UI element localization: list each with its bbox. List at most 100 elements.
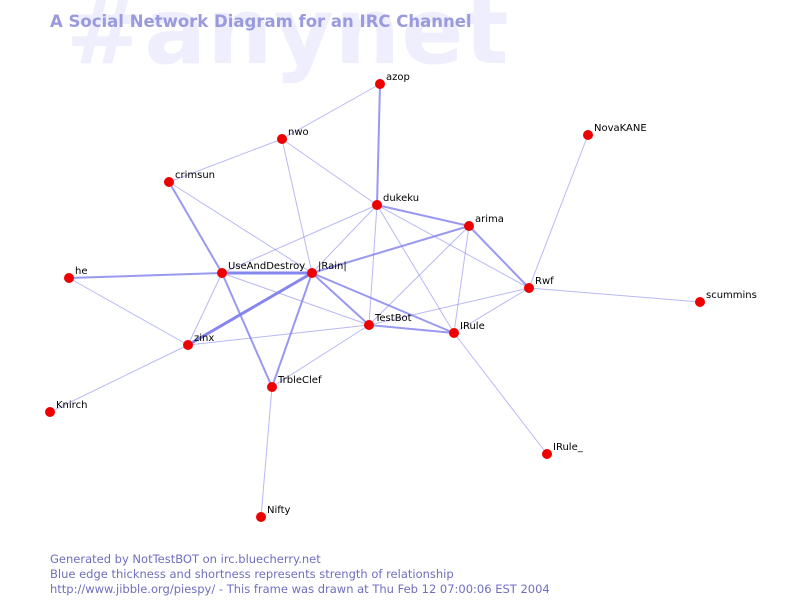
node-dot (542, 449, 552, 459)
edge-dukeku-arima (376, 204, 470, 227)
edge-azop-nwo (281, 83, 381, 140)
edge-TrbleClef-Nifty (260, 386, 273, 518)
edge-Rain-IRule (311, 272, 455, 334)
node-label: zinx (194, 333, 214, 344)
edge-TestBot-IRule (368, 324, 455, 334)
node-he: he (64, 266, 88, 283)
node-Rain: |Rain| (307, 261, 347, 278)
edge-arima-Rain (311, 225, 470, 274)
node-dot (183, 340, 193, 350)
node-dot (164, 177, 174, 187)
footer-legend-note: Blue edge thickness and shortness repres… (50, 567, 454, 581)
footer-generated-by: Generated by NotTestBOT on irc.bluecherr… (50, 552, 321, 566)
node-Knirch: Knirch (45, 400, 87, 417)
node-TestBot: TestBot (364, 313, 412, 330)
edge-azop-dukeku (376, 83, 381, 206)
edge-Rain-zinx (187, 271, 313, 347)
node-nwo: nwo (277, 127, 309, 144)
node-dot (583, 130, 593, 140)
edge-dukeku-Rwf (376, 204, 530, 289)
node-label: nwo (288, 127, 309, 138)
node-label: arima (475, 214, 504, 225)
edge-zinx-Knirch (49, 344, 189, 413)
node-label: dukeku (383, 193, 419, 204)
node-dot (364, 320, 374, 330)
node-label: UseAndDestroy (228, 261, 305, 272)
edge-nwo-Rain (281, 138, 313, 274)
edge-dukeku-IRule (376, 204, 455, 334)
node-dot (695, 297, 705, 307)
edge-dukeku-Rain (311, 204, 378, 274)
node-dot (524, 283, 534, 293)
node-crimsun: crimsun (164, 170, 215, 187)
edge-TestBot-zinx (187, 324, 370, 346)
node-label: Knirch (56, 400, 87, 411)
node-label: crimsun (175, 170, 215, 181)
node-dot (375, 79, 385, 89)
node-Nifty: Nifty (256, 505, 291, 522)
edges-layer (49, 83, 701, 518)
edge-UseAndDestroy-zinx (187, 272, 223, 346)
nodes-layer: azop nwo NovaKANE crimsun dukeku arima he UseAn… (45, 72, 757, 522)
node-azop: azop (375, 72, 410, 89)
node-label: IRule (460, 321, 485, 332)
node-label: IRule_ (553, 442, 584, 453)
node-dot (64, 273, 74, 283)
edge-dukeku-TestBot (368, 204, 378, 326)
edge-arima-Rwf (468, 225, 530, 289)
edge-NovaKANE-Rwf (528, 134, 589, 289)
node-dot (217, 268, 227, 278)
edge-Rwf-TestBot (368, 287, 530, 326)
node-scummins: scummins (695, 290, 757, 307)
edge-crimsun-UseAndDestroy (168, 181, 223, 274)
node-dot (267, 382, 277, 392)
node-label: NovaKANE (594, 123, 647, 134)
edge-Rain-TrbleClef (271, 272, 313, 388)
edge-he-UseAndDestroy (68, 272, 223, 279)
channel-watermark: #anynet (66, 0, 510, 85)
node-dot (449, 328, 459, 338)
node-UseAndDestroy: UseAndDestroy (217, 261, 305, 278)
node-dot (307, 268, 317, 278)
edge-Rwf-scummins (528, 287, 701, 303)
edge-arima-TestBot (368, 225, 470, 326)
edge-nwo-crimsun (168, 138, 283, 183)
node-dukeku: dukeku (372, 193, 419, 210)
node-Rwf: Rwf (524, 276, 554, 293)
edge-Rain-TestBot (311, 272, 370, 326)
footer-source-link: http://www.jibble.org/piespy/ - This fra… (50, 582, 550, 596)
node-label: he (75, 266, 88, 277)
node-label: scummins (706, 290, 757, 301)
node-label: azop (386, 72, 410, 83)
node-label: TrbleClef (277, 375, 322, 386)
node-TrbleClef: TrbleClef (267, 375, 322, 392)
diagram-title: A Social Network Diagram for an IRC Chan… (50, 12, 472, 31)
edge-crimsun-Rain (168, 181, 313, 274)
edge-nwo-dukeku (281, 138, 378, 206)
edge-TestBot-TrbleClef (271, 324, 370, 388)
node-dot (256, 512, 266, 522)
node-arima: arima (464, 214, 504, 231)
node-dot (45, 407, 55, 417)
node-label: Nifty (267, 505, 291, 516)
edge-Rwf-IRule (453, 287, 530, 334)
edge-IRule-IRule_ (453, 332, 548, 455)
node-IRule: IRule (449, 321, 485, 338)
node-label: Rwf (535, 276, 554, 287)
node-label: TestBot (374, 313, 412, 324)
node-dot (277, 134, 287, 144)
edge-dukeku-UseAndDestroy (221, 204, 378, 274)
edge-UseAndDestroy-TestBot (221, 272, 370, 326)
node-IRule_: IRule_ (542, 442, 584, 459)
edge-arima-IRule (453, 225, 470, 334)
node-dot (464, 221, 474, 231)
edge-he-zinx (68, 277, 189, 346)
edge-UseAndDestroy-TrbleClef (221, 272, 273, 388)
node-dot (372, 200, 382, 210)
node-NovaKANE: NovaKANE (583, 123, 647, 140)
footer: Generated by NotTestBOT on irc.bluecherr… (50, 552, 550, 597)
node-label: |Rain| (318, 261, 347, 272)
node-zinx: zinx (183, 333, 214, 350)
